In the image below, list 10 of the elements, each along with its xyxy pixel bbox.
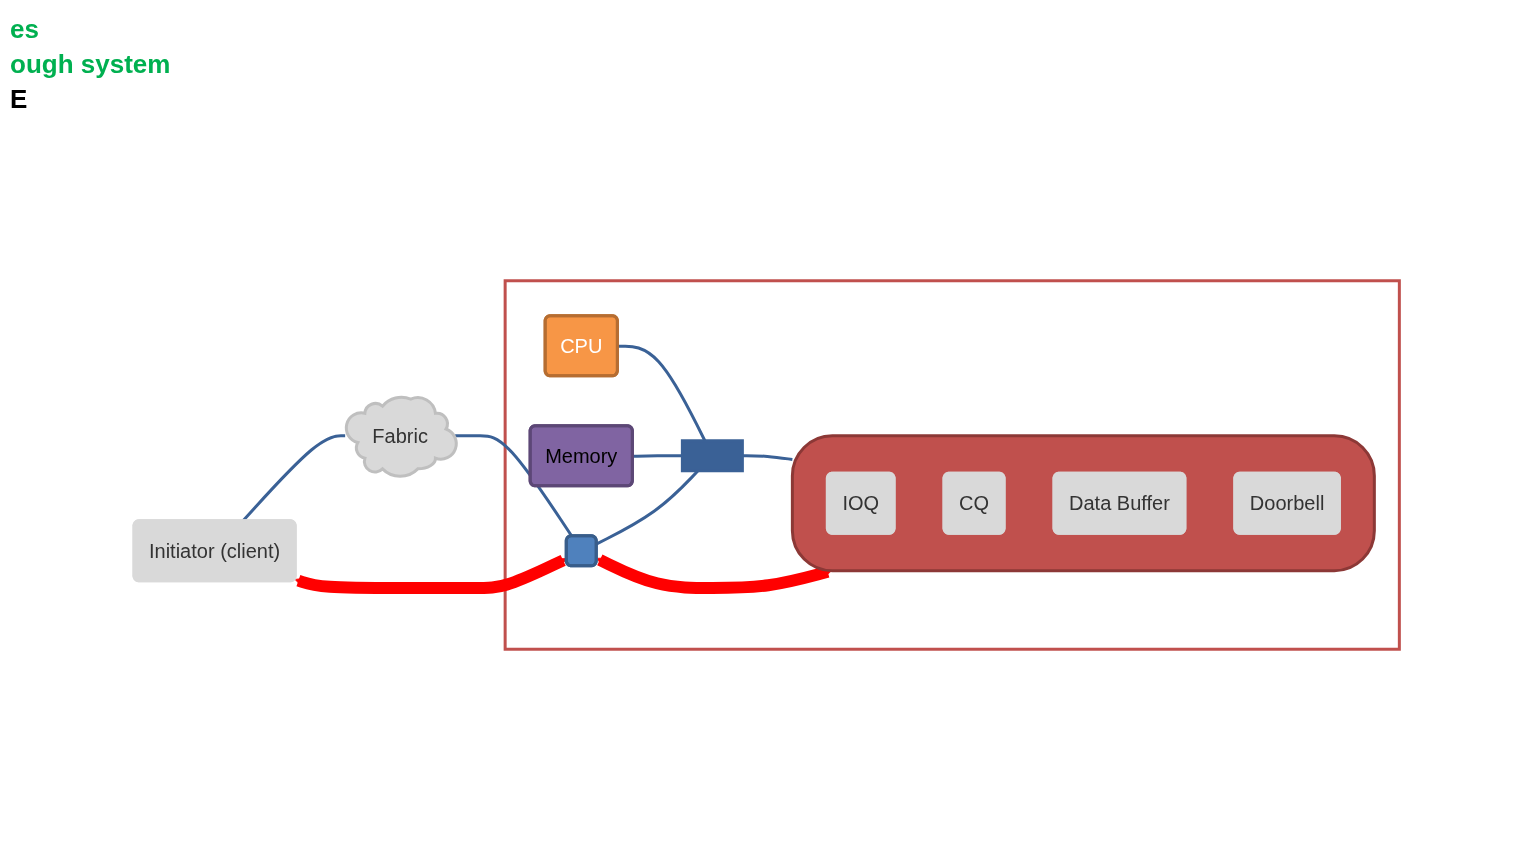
cluster (503, 279, 1402, 651)
node-bar (681, 439, 745, 473)
arrow (596, 554, 833, 594)
heading-fragment: ough system (10, 49, 171, 80)
connector (742, 454, 793, 461)
text-fragment: E (10, 84, 29, 115)
connector (633, 454, 683, 458)
heading-fragment: es (10, 14, 40, 45)
arrow (294, 554, 568, 594)
cluster (791, 434, 1377, 573)
